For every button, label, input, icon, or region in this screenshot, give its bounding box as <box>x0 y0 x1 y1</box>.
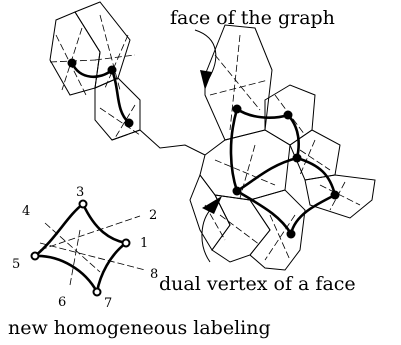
labeling-vertex <box>92 287 102 297</box>
label-number-6: 6 <box>58 295 66 310</box>
label-number-4: 4 <box>22 204 30 219</box>
label-number-8: 8 <box>150 267 158 282</box>
dual-vertex <box>292 153 302 163</box>
labeling-vertex <box>121 238 131 248</box>
face-annotation: face of the graph <box>170 7 335 29</box>
labeling-vertex <box>78 199 88 209</box>
dual-vertex <box>283 110 293 120</box>
label-number-5: 5 <box>12 257 20 272</box>
label-number-2: 2 <box>149 208 157 223</box>
dual-vertex <box>286 229 296 239</box>
dual-vertex <box>232 104 242 114</box>
labeling-annotation: new homogeneous labeling <box>8 317 271 339</box>
dual-vertex <box>124 118 134 128</box>
homogeneous-labeling-figure: 1 2 3 4 5 6 7 8 <box>12 185 158 311</box>
dual-vertex <box>330 190 340 200</box>
labeling-vertex <box>30 251 40 261</box>
dual-vertex <box>107 65 117 75</box>
face-arrowhead <box>200 70 212 90</box>
dual-vertex <box>67 58 77 68</box>
dual-vertices <box>67 58 340 239</box>
label-number-1: 1 <box>140 236 148 251</box>
dual-vertex-annotation: dual vertex of a face <box>159 273 356 295</box>
annotation-arrows <box>194 29 222 263</box>
right-face-cluster <box>189 24 376 271</box>
dual-arrowhead <box>202 196 222 214</box>
dual-vertex <box>232 186 242 196</box>
label-number-3: 3 <box>76 185 84 200</box>
label-number-7: 7 <box>104 296 112 311</box>
